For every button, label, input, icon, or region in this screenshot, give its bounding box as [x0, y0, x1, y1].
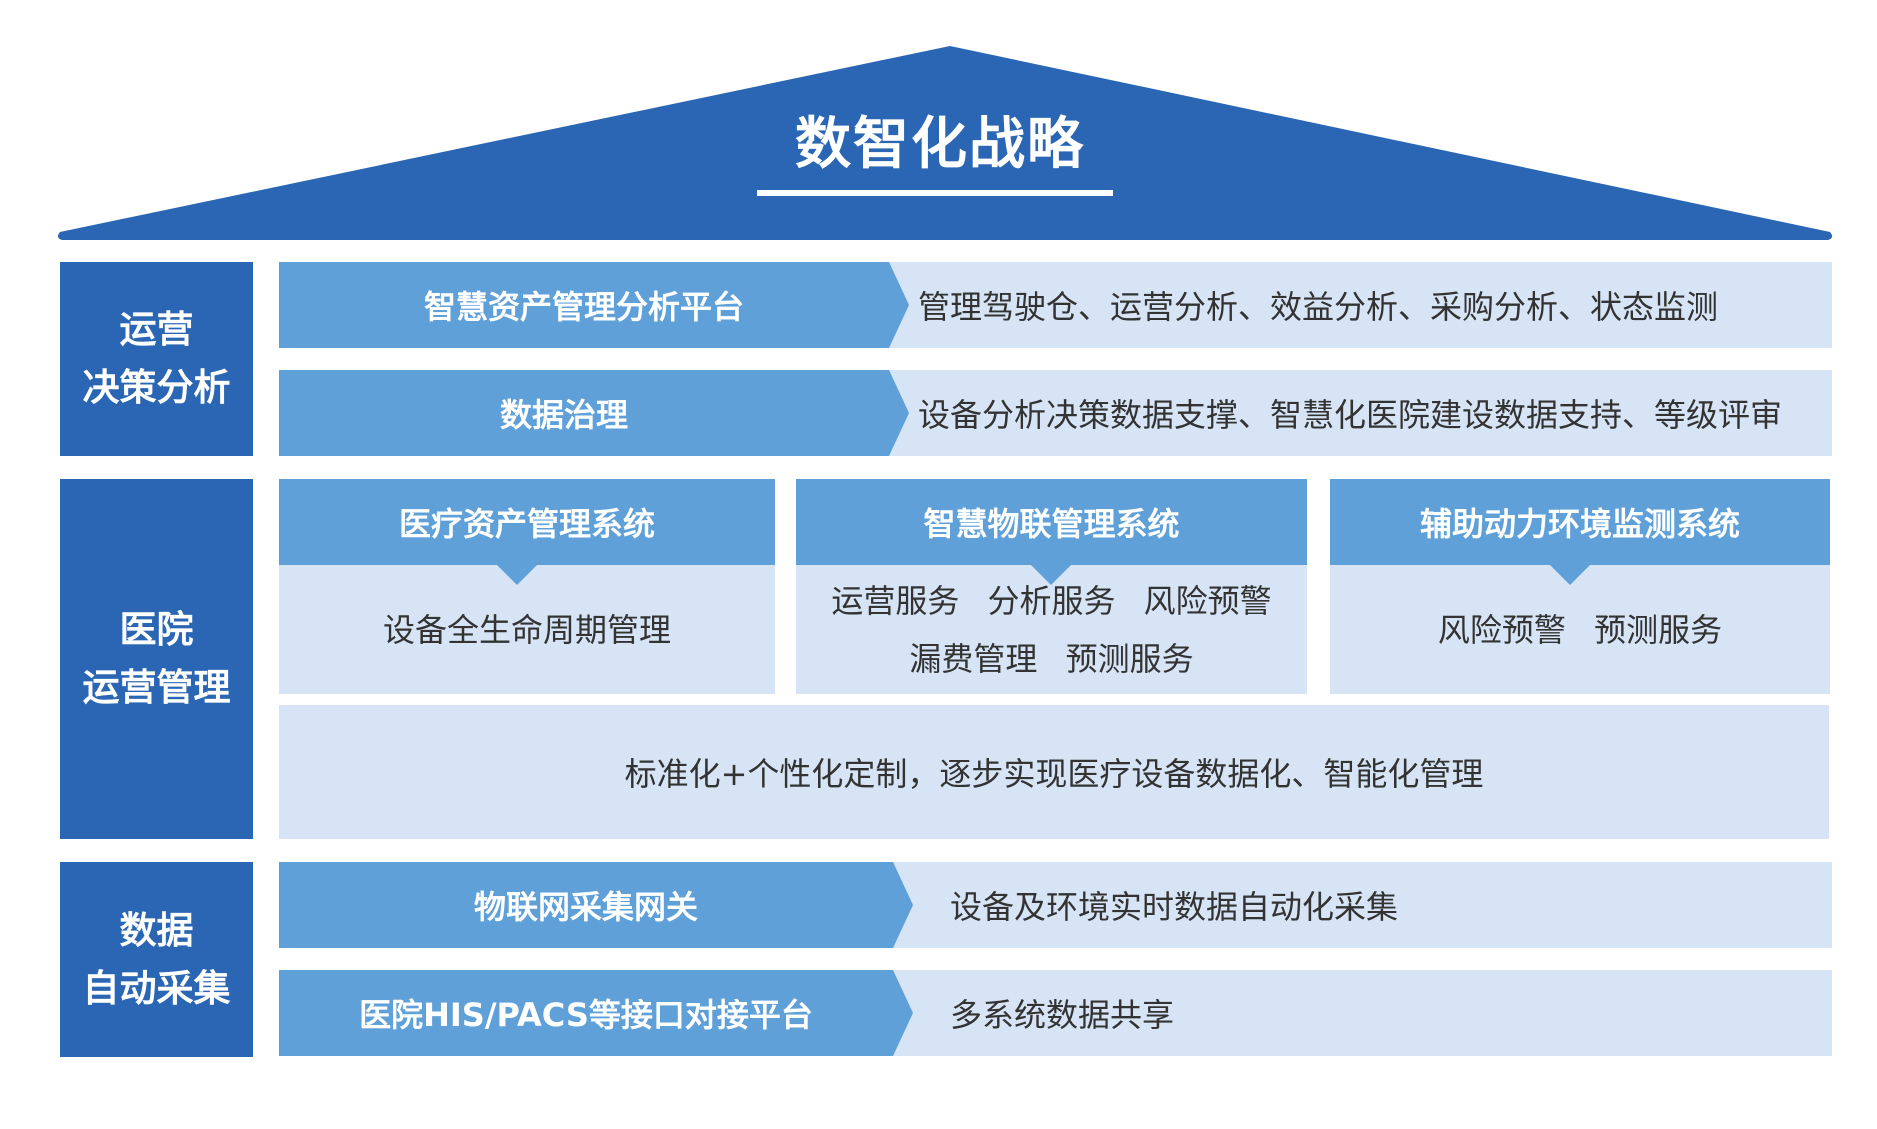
system-title: 辅助动力环境监测系统 [1330, 479, 1830, 565]
sidebar-label-line: 决策分析 [82, 366, 231, 409]
row-label: 物联网采集网关 [473, 888, 698, 926]
row-description: 多系统数据共享 [950, 996, 1175, 1034]
row-label: 数据治理 [499, 396, 628, 434]
system-notch [1031, 565, 1071, 585]
system-title: 医疗资产管理系统 [279, 479, 775, 565]
system-body: 设备全生命周期管理 [279, 565, 775, 694]
system-body-line: 设备全生命周期管理 [382, 610, 671, 649]
row-description: 管理驾驶仓、运营分析、效益分析、采购分析、状态监测 [918, 288, 1719, 326]
row-description: 设备分析决策数据支撑、智慧化医院建设数据支持、等级评审 [918, 396, 1783, 434]
system-notch [1550, 565, 1590, 585]
sidebar-data-collection: 数据 自动采集 [60, 862, 253, 1057]
strategy-note: 标准化+个性化定制，逐步实现医疗设备数据化、智能化管理 [279, 705, 1829, 839]
row-label: 医院HIS/PACS等接口对接平台 [359, 996, 813, 1034]
system-body-line: 风险预警 预测服务 [1437, 610, 1723, 649]
system-notch [497, 565, 537, 585]
system-body-line: 运营服务 分析服务 风险预警 [831, 581, 1272, 620]
row-arrow-label-bg [279, 862, 913, 948]
row-arrow-label-bg [279, 970, 913, 1056]
row-arrow-label-bg [279, 370, 909, 456]
roof-shape [57, 46, 1833, 240]
sidebar-label-line: 运营管理 [82, 666, 231, 709]
sidebar-label-line: 自动采集 [82, 966, 231, 1010]
system-body-line: 漏费管理 预测服务 [909, 639, 1194, 678]
title-underline [757, 190, 1113, 196]
sidebar-hospital-ops: 医院 运营管理 [60, 479, 253, 839]
sidebar-ops-decision: 运营 决策分析 [60, 262, 253, 456]
row-arrow-label-bg [279, 262, 909, 348]
strategy-title: 数智化战略 [795, 112, 1085, 177]
system-title: 智慧物联管理系统 [796, 479, 1307, 565]
row-description: 设备及环境实时数据自动化采集 [950, 888, 1399, 926]
system-body: 风险预警 预测服务 [1330, 565, 1830, 694]
sidebar-label-line: 数据 [119, 908, 194, 952]
system-body: 运营服务 分析服务 风险预警 漏费管理 预测服务 [796, 565, 1307, 694]
sidebar-label-line: 医院 [119, 608, 194, 651]
sidebar-label-line: 运营 [119, 308, 194, 351]
row-label: 智慧资产管理分析平台 [423, 288, 744, 326]
